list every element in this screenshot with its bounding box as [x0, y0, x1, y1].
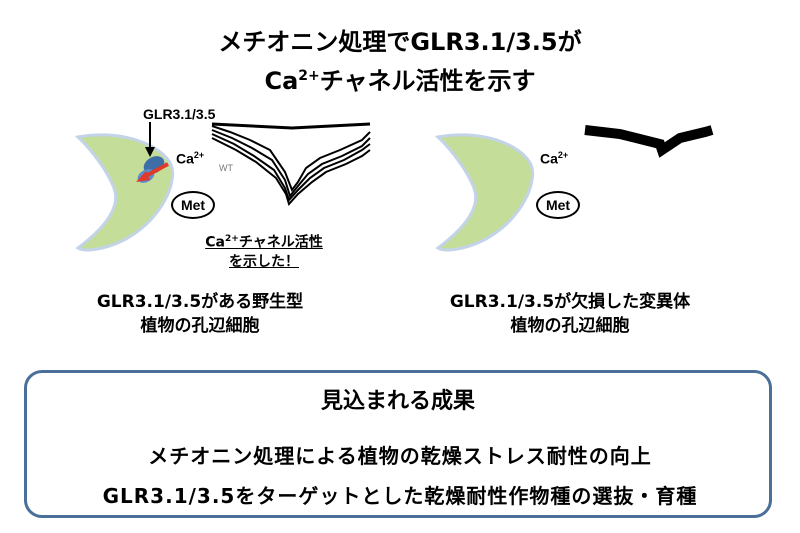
title-line-1: メチオニン処理でGLR3.1/3.5が [218, 28, 582, 56]
title-rest: チャネル活性を示す [319, 67, 536, 95]
receptor-label-wildtype: GLR3.1/3.5 [143, 106, 216, 122]
title-line-2: Ca2+チャネル活性を示す [0, 60, 800, 97]
calcium-label-mutant: Ca2+ [540, 150, 568, 167]
ca-text: Ca [176, 150, 194, 167]
calcium-label-wildtype: Ca2+ [176, 150, 204, 167]
current-traces-wildtype [211, 122, 371, 206]
wt-label: WT [219, 163, 233, 173]
note-rest: チャネル活性 [238, 234, 323, 251]
caption-wildtype-line-1: GLR3.1/3.5がある野生型 [96, 292, 304, 312]
outcome-item-1: メチオニン処理による植物の乾燥ストレス耐性の向上 [148, 444, 652, 468]
met-label: Met [180, 197, 206, 213]
title-ca: Ca [264, 67, 299, 95]
activity-note: Ca2+チャネル活性 を示した！ [184, 230, 344, 272]
activity-note-line-2: を示した！ [229, 253, 299, 270]
ca-sup-mutant: 2+ [557, 150, 569, 160]
met-badge-wildtype: Met [171, 191, 215, 219]
guard-cell-wildtype [74, 133, 175, 252]
outcomes-box [24, 370, 772, 518]
activity-note-line-1: Ca2+チャネル活性 [184, 230, 344, 253]
outcome-item-2: GLR3.1/3.5をターゲットとした乾燥耐性作物種の選抜・育種 [102, 484, 698, 508]
caption-wildtype: GLR3.1/3.5がある野生型 植物の孔辺細胞 [40, 290, 360, 338]
caption-mutant-line-1: GLR3.1/3.5が欠損した変異体 [449, 292, 691, 312]
ca-sup: 2+ [193, 150, 205, 160]
current-traces-mutant [584, 125, 714, 158]
caption-mutant: GLR3.1/3.5が欠損した変異体 植物の孔辺細胞 [400, 290, 740, 338]
ca-text-mutant: Ca [540, 150, 558, 167]
outcomes-heading: 見込まれる成果 [320, 389, 475, 414]
met-label-mutant: Met [545, 197, 571, 213]
caption-wildtype-line-2: 植物の孔辺細胞 [140, 316, 260, 336]
met-badge-mutant: Met [536, 191, 580, 219]
caption-mutant-line-2: 植物の孔辺細胞 [510, 316, 630, 336]
guard-cell-mutant [434, 133, 535, 252]
note-ca: Ca [205, 234, 226, 251]
note-ca-sup: 2+ [225, 234, 239, 244]
title-ca-sup: 2+ [298, 68, 320, 84]
